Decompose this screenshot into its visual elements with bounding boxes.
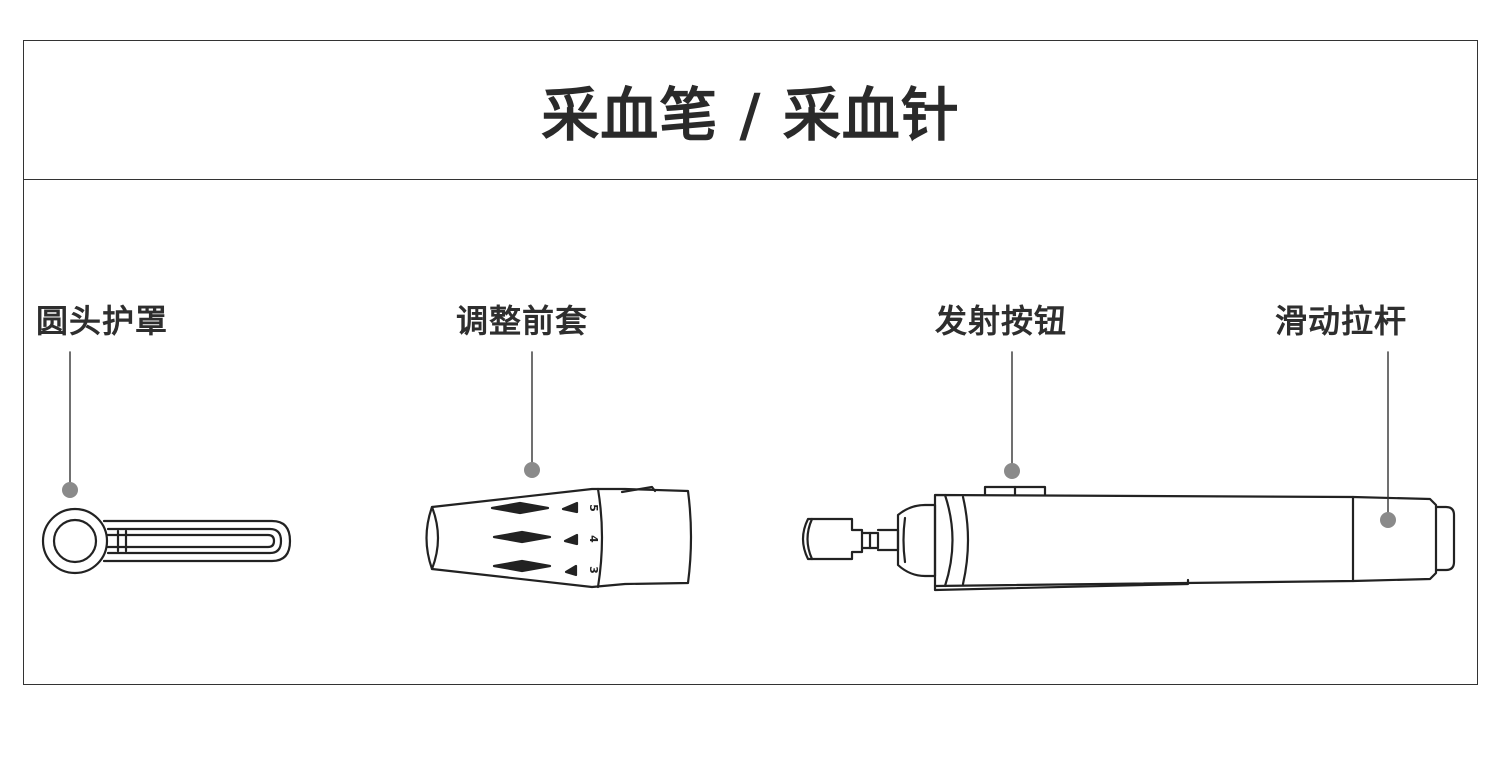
adjust-sleeve-illustration: 5 4 3 xyxy=(425,485,693,589)
round-cap-illustration xyxy=(41,507,292,575)
depth-number-3: 3 xyxy=(587,566,600,574)
lancet-pen-illustration xyxy=(801,485,1456,592)
depth-number-4: 4 xyxy=(587,535,600,543)
label-release-button: 发射按钮 xyxy=(935,302,1068,340)
label-round-cap: 圆头护罩 xyxy=(36,302,169,340)
diagram-frame: 采血笔 / 采血针 xyxy=(23,40,1478,685)
marker-dot-slide-rod xyxy=(1380,512,1396,528)
marker-dot-release-button xyxy=(1004,463,1020,479)
marker-dot-adjust-sleeve xyxy=(524,462,540,478)
marker-dot-round-cap xyxy=(62,482,78,498)
depth-number-5: 5 xyxy=(587,504,600,512)
label-adjust-sleeve: 调整前套 xyxy=(456,302,589,340)
header: 采血笔 / 采血针 xyxy=(24,41,1477,180)
page-title: 采血笔 / 采血针 xyxy=(541,81,960,149)
depth-marks xyxy=(490,501,579,577)
label-slide-rod: 滑动拉杆 xyxy=(1275,302,1408,340)
